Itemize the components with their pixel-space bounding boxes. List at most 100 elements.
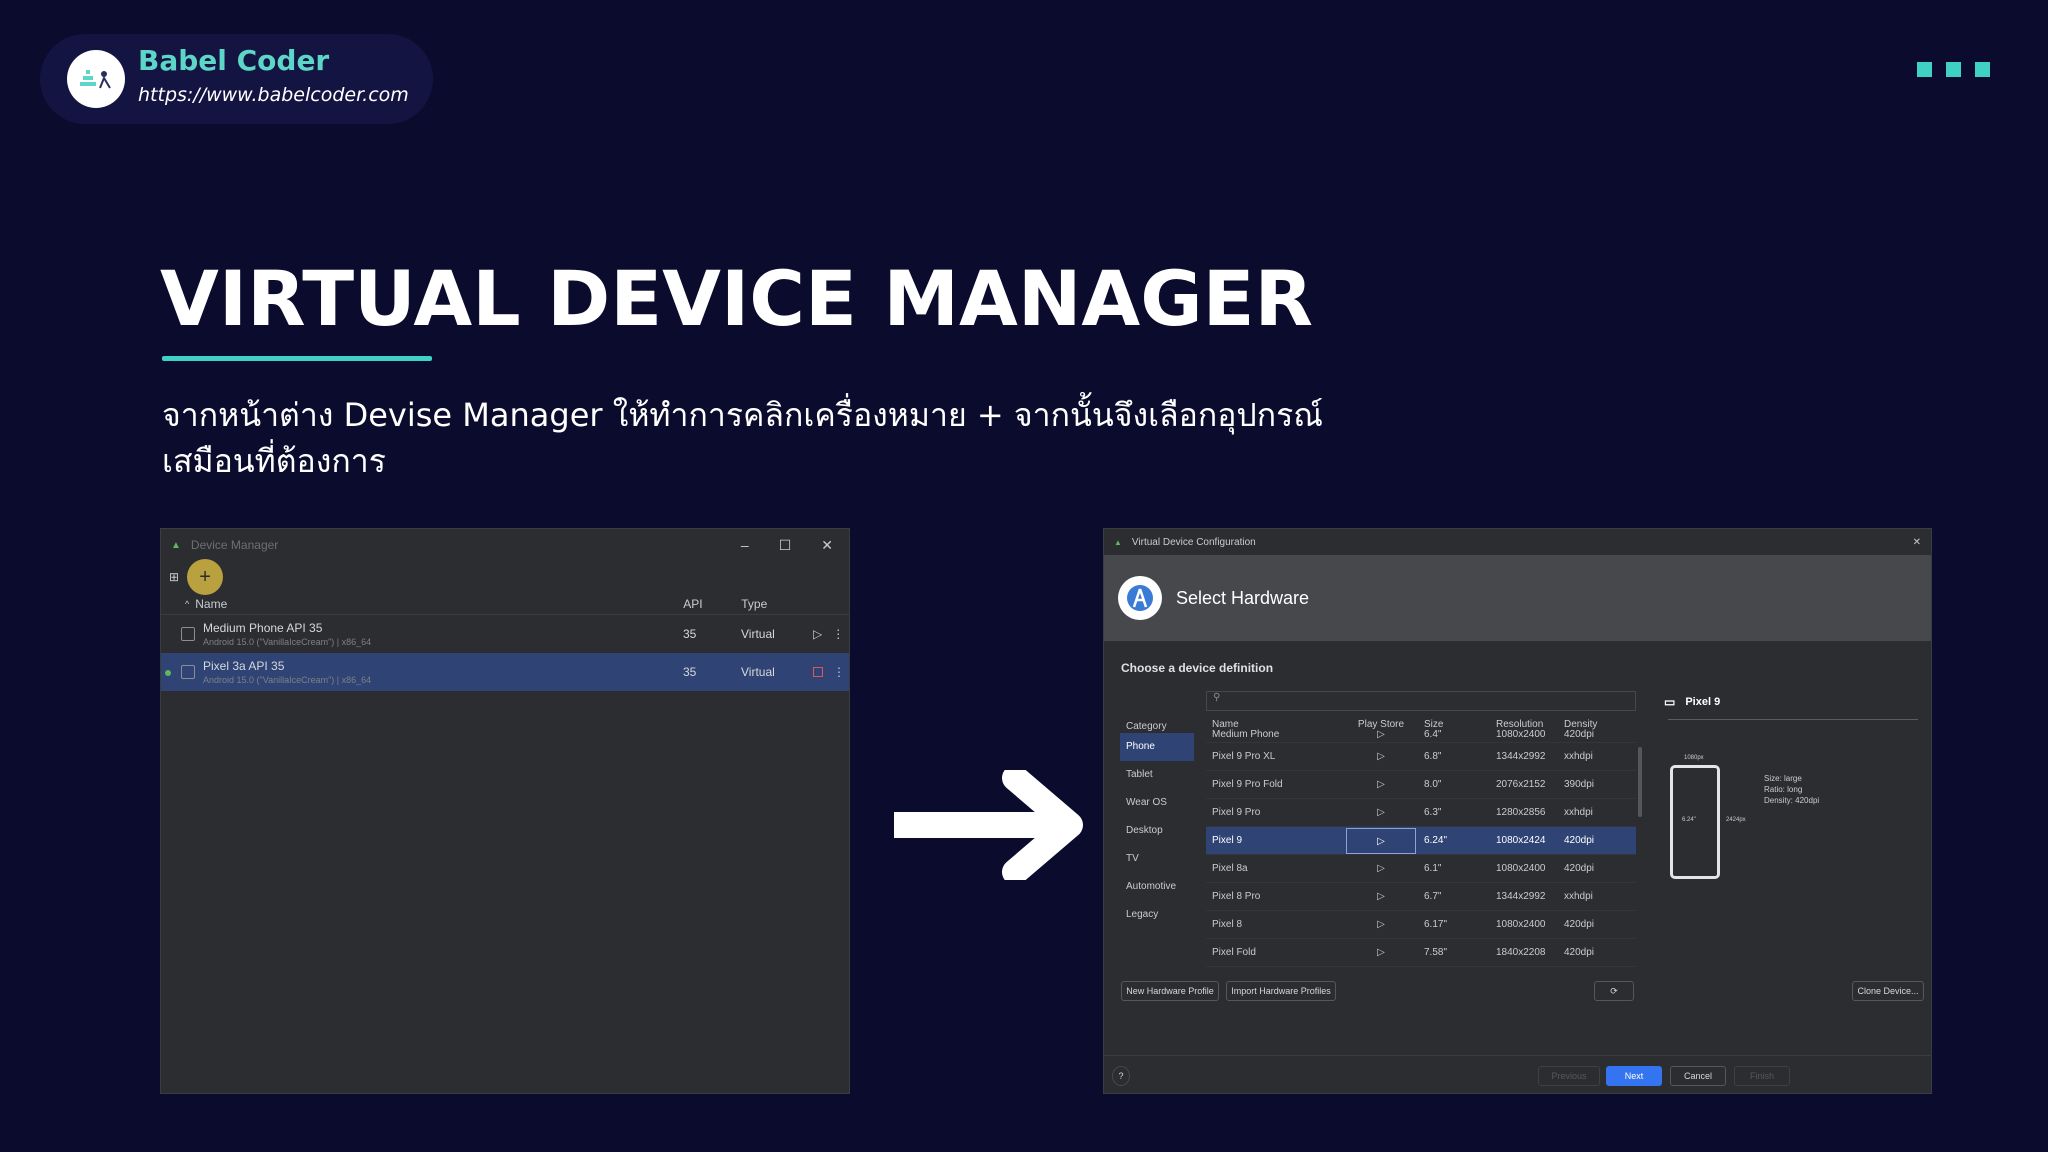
table-header: Name Play Store Size Resolution Density [1206,715,1636,730]
device-size: 6.7" [1424,891,1442,902]
close-icon[interactable]: ✕ [821,536,833,553]
column-resolution[interactable]: Resolution [1496,719,1544,730]
device-name: Pixel 3a API 35 [203,659,285,673]
device-manager-window: ▲ Device Manager – ☐ ✕ ⊞ + ^ Name API Ty… [160,528,850,1094]
cancel-button[interactable]: Cancel [1670,1066,1726,1086]
table-scrollbar[interactable] [1638,747,1642,817]
device-resolution: 1840x2208 [1496,947,1546,958]
close-icon[interactable]: ✕ [1912,536,1921,548]
play-icon[interactable]: ▷ [813,627,823,641]
device-resolution: 1080x2400 [1496,863,1546,874]
preview-specs: Size: large Ratio: long Density: 420dpi [1764,773,1819,806]
column-size[interactable]: Size [1424,719,1444,730]
device-name: Pixel 9 Pro Fold [1212,779,1283,790]
title-underline [162,356,432,361]
device-name: Pixel 8 Pro [1212,891,1261,902]
column-api[interactable]: API [683,596,703,611]
brand-badge: Babel Coder https://www.babelcoder.com [40,34,433,124]
spec-value: 420dpi [1795,796,1820,805]
category-list: Category Phone Tablet Wear OS Desktop TV… [1120,715,1194,929]
device-density: xxhdpi [1564,751,1593,762]
new-hardware-profile-button[interactable]: New Hardware Profile [1121,981,1219,1001]
slide-title: VIRTUAL DEVICE MANAGER [160,254,1314,343]
play-store-icon: ▷ [1377,919,1385,930]
device-name: Pixel 8a [1212,863,1248,874]
vdc-header: Select Hardware [1104,555,1931,641]
more-icon[interactable]: ⋮ [833,665,845,679]
device-resolution: 1344x2992 [1496,891,1546,902]
device-subtitle: Android 15.0 ("VanillaIceCream") | x86_6… [203,637,372,647]
phone-outline-icon [1670,765,1720,879]
category-item-tablet[interactable]: Tablet [1126,769,1153,780]
help-button[interactable]: ? [1112,1066,1130,1086]
search-icon: ⚲ [1213,692,1221,703]
grid-icon[interactable]: ⊞ [169,570,180,584]
play-store-icon: ▷ [1377,947,1385,958]
device-type: Virtual [741,665,775,679]
column-name[interactable]: Name [195,596,228,611]
refresh-icon[interactable]: ⟳ [1594,981,1634,1001]
device-resolution: 1080x2424 [1496,835,1546,846]
preview-diagonal: 6.24" [1682,817,1696,823]
category-item-legacy[interactable]: Legacy [1126,909,1159,920]
section-label: Choose a device definition [1121,661,1274,675]
more-icon[interactable]: ⋮ [832,627,845,641]
add-device-button[interactable]: + [187,559,224,595]
play-store-icon: ▷ [1377,779,1385,790]
device-manager-titlebar: ▲ Device Manager – ☐ ✕ [161,529,849,561]
device-subtitle: Android 15.0 ("VanillaIceCream") | x86_6… [203,675,372,685]
dialog-footer: ? Previous Next Cancel Finish [1104,1055,1931,1093]
minimize-icon[interactable]: – [740,536,749,553]
device-density: 420dpi [1564,863,1595,874]
device-name: Pixel 9 [1212,835,1243,846]
page-title: Select Hardware [1176,587,1310,608]
spec-value: long [1787,785,1803,794]
device-size: 6.17" [1424,919,1448,930]
phone-icon [181,665,195,679]
device-resolution: 1280x2856 [1496,807,1546,818]
category-item-tv[interactable]: TV [1126,853,1139,864]
vdc-titlebar: ▲ Virtual Device Configuration ✕ [1104,529,1931,555]
column-type[interactable]: Type [741,596,768,611]
maximize-icon[interactable]: ☐ [778,536,792,553]
import-hardware-profiles-button[interactable]: Import Hardware Profiles [1226,981,1336,1001]
category-item-phone[interactable]: Phone [1120,733,1194,761]
device-size: 6.8" [1424,751,1442,762]
clone-device-button[interactable]: Clone Device... [1852,981,1924,1001]
column-play-store[interactable]: Play Store [1357,719,1405,730]
device-api: 35 [683,627,697,641]
device-size: 6.24" [1424,835,1448,846]
device-type: Virtual [741,627,775,641]
device-size: 7.58" [1424,947,1448,958]
category-item-wear-os[interactable]: Wear OS [1126,797,1167,808]
device-row-selected[interactable]: Pixel 3a API 35 Android 15.0 ("VanillaIce… [161,653,849,691]
android-studio-icon [1118,576,1162,620]
finish-button[interactable]: Finish [1734,1066,1790,1086]
category-item-desktop[interactable]: Desktop [1126,825,1163,836]
stop-icon[interactable] [813,667,823,677]
play-store-icon: ▷ [1377,807,1385,818]
previous-button[interactable]: Previous [1538,1066,1600,1086]
spec-value: large [1784,774,1802,783]
device-size: 6.1" [1424,863,1442,874]
search-input[interactable]: ⚲ [1206,691,1636,711]
next-button[interactable]: Next [1606,1066,1662,1086]
column-name[interactable]: Name [1212,719,1239,730]
sort-icon[interactable]: ^ [185,598,190,609]
spec-label: Size: [1764,774,1782,783]
slide-subtitle: จากหน้าต่าง Devise Manager ให้ทำการคลิกเ… [162,396,1323,480]
device-size: 6.4" [1424,729,1442,740]
column-density[interactable]: Density [1564,719,1598,730]
category-item-automotive[interactable]: Automotive [1126,881,1177,892]
device-frame-icon: ▭ [1664,695,1676,709]
